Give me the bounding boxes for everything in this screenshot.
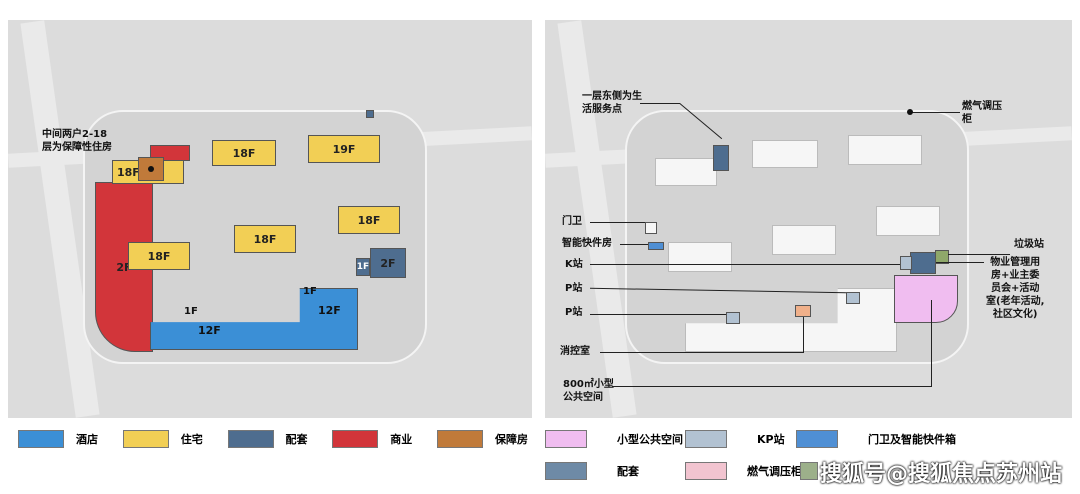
building-outline <box>876 206 940 236</box>
legend-item: 燃气调压柜 <box>685 462 802 480</box>
service-point <box>713 145 729 171</box>
legend-item: 配套 <box>227 430 308 448</box>
building-outline <box>752 140 818 168</box>
legend-swatch <box>685 462 727 480</box>
property-management <box>910 252 936 274</box>
legend-left: 酒店 住宅 配套 商业 保障房 <box>18 430 528 448</box>
affordable-housing <box>138 157 164 181</box>
affordable-annotation: 中间两户2-18 层为保障性住房 <box>42 129 112 153</box>
legend-swatch <box>545 430 587 448</box>
floor-label: 1F <box>356 262 370 272</box>
legend-item: 酒店 <box>18 430 98 448</box>
hotel-wing-floor-label: 12F <box>318 304 341 317</box>
legend-swatch <box>437 430 483 448</box>
support-kiosk <box>366 110 374 118</box>
legend-item: 配套 <box>545 462 639 480</box>
legend-swatch-garbage <box>800 462 818 480</box>
legend-label: 商业 <box>390 433 413 446</box>
p-station <box>726 312 740 324</box>
residential-building: 18F <box>234 225 296 253</box>
legend-label: 保障房 <box>495 433 528 446</box>
left-site-plan <box>8 20 532 418</box>
low-floor-label: 1F <box>303 286 317 297</box>
garbage-station <box>935 250 949 264</box>
legend-swatch <box>227 430 274 448</box>
legend-label: 住宅 <box>180 433 203 446</box>
public-space <box>894 275 958 323</box>
floor-label: 18F <box>357 213 381 227</box>
building-outline <box>655 158 717 186</box>
marker-dot <box>148 166 154 172</box>
floor-label: 18F <box>232 146 256 160</box>
label-public-space: 800㎡小型 公共空间 <box>563 379 614 403</box>
low-floor-label: 1F <box>184 306 198 317</box>
floor-label: 18F <box>253 232 277 246</box>
support-building-small: 1F <box>356 258 370 276</box>
legend-swatch <box>122 430 169 448</box>
legend-item: 商业 <box>332 430 412 448</box>
floor-label: 2F <box>116 260 132 274</box>
label-gas-cabinet: 燃气调压 柜 <box>962 101 1002 125</box>
legend-item: 住宅 <box>122 430 203 448</box>
residential-building: 18F <box>128 242 190 270</box>
label-fire-control: 消控室 <box>560 346 590 357</box>
legend-swatch <box>796 430 838 448</box>
label-k-station: K站 <box>565 259 583 270</box>
legend-swatch <box>545 462 587 480</box>
watermark: 搜狐号@搜狐焦点苏州站 <box>820 462 1063 487</box>
guard-house <box>645 222 657 234</box>
label-guard: 门卫 <box>562 216 582 227</box>
label-p-station-1: P站 <box>565 283 583 294</box>
support-building: 2F <box>370 248 406 278</box>
residential-building: 19F <box>308 135 380 163</box>
label-property-management: 物业管理用 房+业主委 员会+活动 室(老年活动, 社区文化) <box>986 257 1045 320</box>
right-site-plan <box>545 20 1072 418</box>
gas-marker <box>907 109 913 115</box>
label-garbage-station: 垃圾站 <box>1014 239 1044 250</box>
legend-swatch <box>18 430 64 448</box>
legend-label: 门卫及智能快件箱 <box>868 433 956 446</box>
building-outline <box>772 225 836 255</box>
legend-label: 配套 <box>617 465 639 478</box>
p-station <box>846 292 860 304</box>
label-locker: 智能快件房 <box>562 238 612 249</box>
legend-item: 门卫及智能快件箱 <box>796 430 956 448</box>
label-p-station-2: P站 <box>565 307 583 318</box>
floor-label: 18F <box>117 165 140 179</box>
legend-label: 小型公共空间 <box>617 433 683 446</box>
legend-item: 小型公共空间 <box>545 430 683 448</box>
floor-label: 18F <box>147 249 171 263</box>
legend-item: KP站 <box>685 430 785 448</box>
floor-label: 19F <box>332 142 356 156</box>
smart-locker <box>648 242 664 250</box>
legend-label: 配套 <box>285 433 308 446</box>
legend-label: KP站 <box>757 433 785 446</box>
residential-building: 18F <box>338 206 400 234</box>
floor-label: 2F <box>380 256 396 270</box>
legend-label: 燃气调压柜 <box>747 465 802 478</box>
label-service-point: 一层东侧为生 活服务点 <box>582 91 642 115</box>
building-outline <box>848 135 922 165</box>
fire-control-room <box>795 305 811 317</box>
hotel-floor-label: 12F <box>198 324 221 337</box>
legend-swatch <box>332 430 379 448</box>
k-station <box>900 256 912 270</box>
building-outline <box>668 242 732 272</box>
legend-label: 酒店 <box>76 433 98 446</box>
legend-swatch <box>685 430 727 448</box>
legend-item: 保障房 <box>437 430 528 448</box>
residential-building: 18F <box>212 140 276 166</box>
